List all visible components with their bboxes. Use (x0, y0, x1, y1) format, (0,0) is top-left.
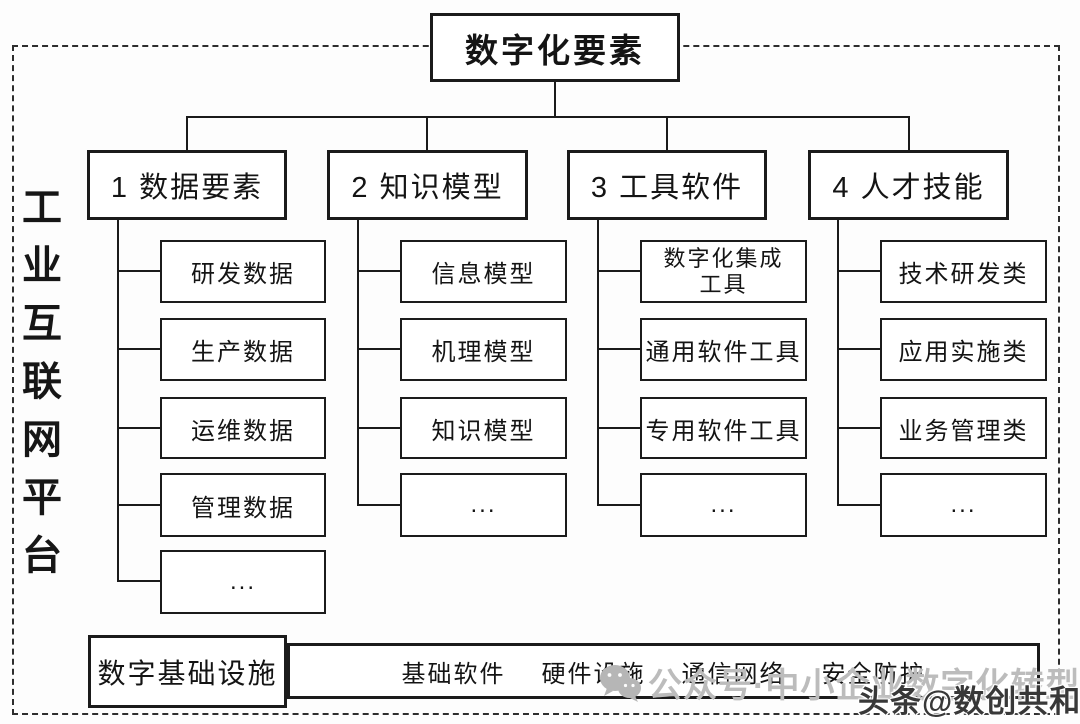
item-node-rd-data: 研发数据 (160, 240, 326, 303)
connector-line (357, 270, 401, 272)
connector-line (117, 348, 161, 350)
item-node-tech-rd-category: 技术研发类 (880, 240, 1047, 303)
connector-line (357, 348, 401, 350)
connector-line (597, 270, 641, 272)
connector-line (117, 504, 161, 506)
platform-vertical-label: 工业互联网平台 (16, 186, 60, 592)
connector-line (597, 504, 641, 506)
item-node-digital-integration-tools: 数字化集成工具 (640, 240, 807, 303)
connector-line (186, 116, 910, 118)
column-header-knowledge-models: 2 知识模型 (327, 150, 528, 220)
item-node-ellipsis: ... (400, 473, 567, 537)
infra-item-hardware-facilities: 硬件设施 (541, 660, 646, 688)
item-node-general-software-tools: 通用软件工具 (640, 318, 807, 381)
column-header-tool-software: 3 工具软件 (567, 150, 767, 220)
infrastructure-label-box: 数字基础设施 (88, 635, 287, 708)
connector-line (837, 270, 881, 272)
item-node-ellipsis: ... (640, 473, 807, 537)
item-node-ellipsis: ... (880, 473, 1047, 537)
infrastructure-bar: 基础软件 硬件设施 通信网络 安全防护 (287, 643, 1040, 699)
infra-item-basic-software: 基础软件 (401, 660, 506, 688)
item-node-management-data: 管理数据 (160, 473, 326, 537)
item-node-special-software-tools: 专用软件工具 (640, 397, 807, 459)
connector-line (357, 220, 359, 506)
item-node-ellipsis: ... (160, 550, 326, 614)
column-header-talent-skills: 4 人才技能 (808, 150, 1009, 220)
connector-line (117, 270, 161, 272)
connector-line (837, 348, 881, 350)
connector-line (426, 116, 428, 150)
connector-line (666, 116, 668, 150)
infra-item-security-protection: 安全防护 (821, 660, 926, 688)
connector-line (554, 82, 556, 118)
item-node-mechanism-models: 机理模型 (400, 318, 567, 381)
connector-line (837, 504, 881, 506)
item-node-knowledge-models: 知识模型 (400, 397, 567, 459)
connector-line (357, 504, 401, 506)
connector-line (837, 220, 839, 506)
connector-line (597, 348, 641, 350)
root-node-digital-elements: 数字化要素 (430, 13, 680, 82)
item-node-information-models: 信息模型 (400, 240, 567, 303)
item-node-application-category: 应用实施类 (880, 318, 1047, 381)
column-header-data-elements: 1 数据要素 (87, 150, 287, 220)
connector-line (837, 427, 881, 429)
item-node-om-data: 运维数据 (160, 397, 326, 459)
connector-line (186, 116, 188, 150)
connector-line (597, 427, 641, 429)
connector-line (908, 116, 910, 150)
connector-line (117, 427, 161, 429)
connector-line (117, 220, 119, 581)
connector-line (117, 580, 161, 582)
item-node-label: 数字化集成工具 (663, 246, 784, 297)
infra-item-communication-network: 通信网络 (681, 660, 786, 688)
connector-line (357, 427, 401, 429)
item-node-production-data: 生产数据 (160, 318, 326, 381)
connector-line (597, 220, 599, 506)
item-node-business-mgmt-category: 业务管理类 (880, 397, 1047, 459)
